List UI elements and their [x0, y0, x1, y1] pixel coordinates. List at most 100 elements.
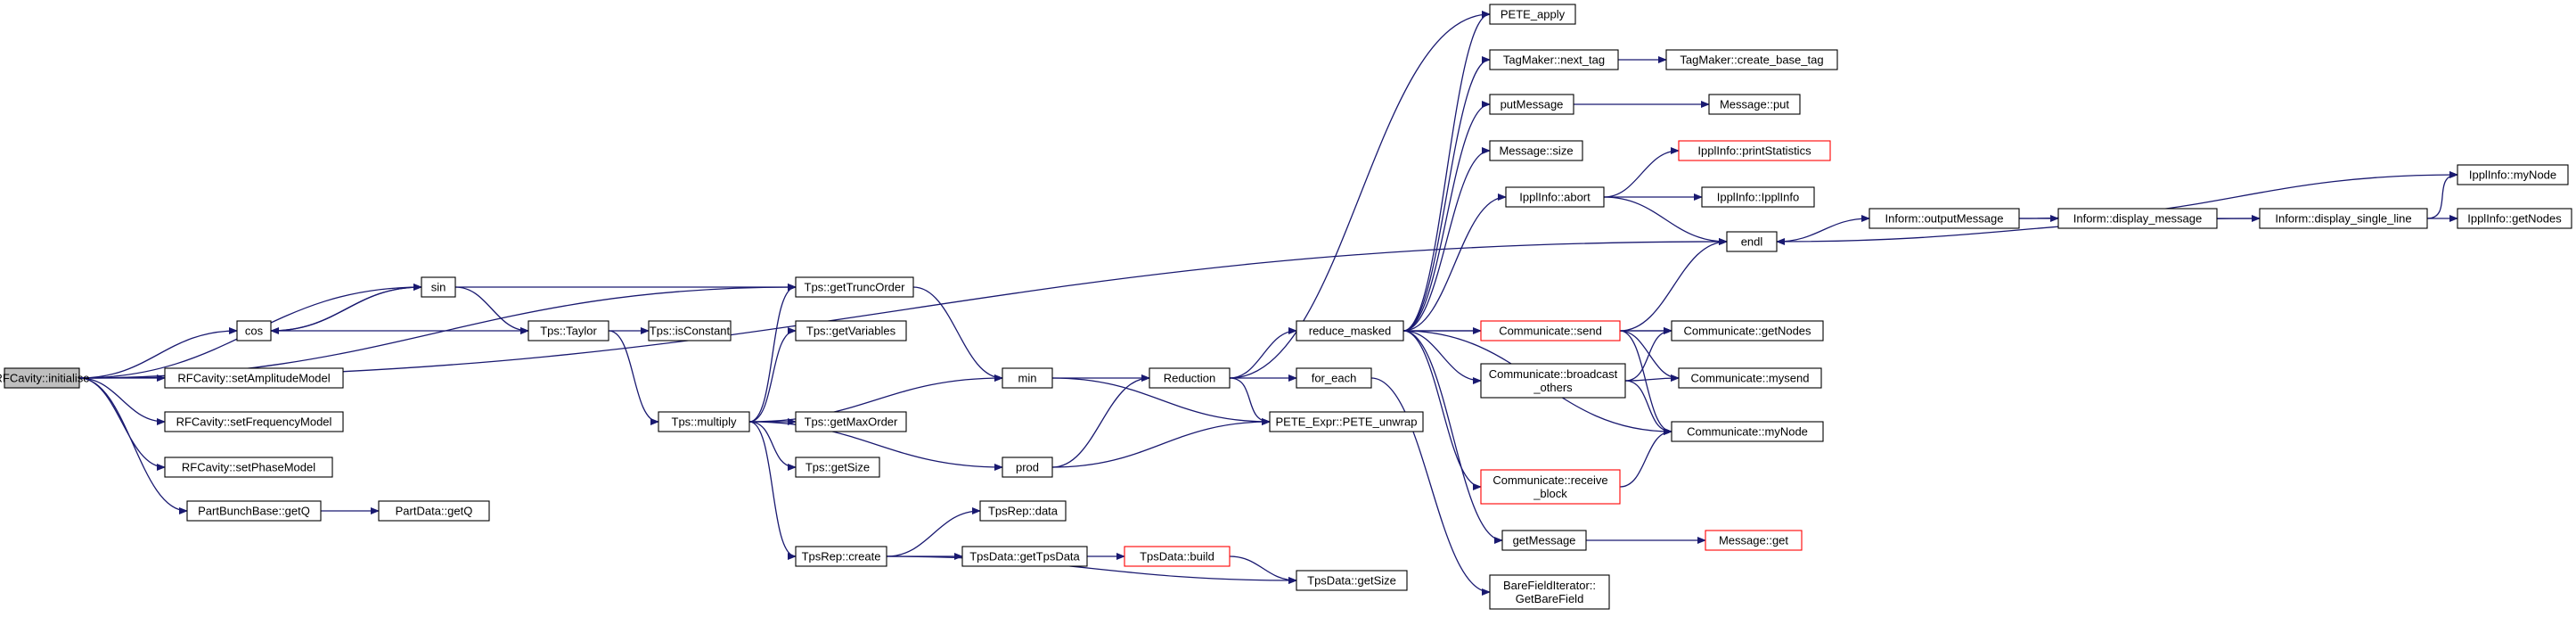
node-box: [164, 411, 344, 432]
node-communicate-receive-block[interactable]: Communicate::receive_block: [1480, 469, 1621, 505]
node-partbunchbase-getq[interactable]: PartBunchBase::getQ: [186, 500, 322, 522]
node-box: [1489, 140, 1583, 161]
node-label: Communicate::myNode: [1687, 425, 1808, 439]
edge-reduction-to-pete-expr-unwrap: [1229, 377, 1271, 425]
node-for-each[interactable]: for_each: [1296, 367, 1372, 389]
node-label: for_each: [1312, 372, 1357, 385]
node-tpsrep-data[interactable]: TpsRep::data: [979, 500, 1067, 522]
node-endl[interactable]: endl: [1726, 231, 1778, 252]
node-box: [795, 411, 907, 432]
node-putmessage[interactable]: putMessage: [1489, 94, 1574, 115]
node-box: [1869, 208, 2020, 229]
node-rfcavity-setamplitudemodel[interactable]: RFCavity::setAmplitudeModel: [164, 367, 344, 389]
node-message-put[interactable]: Message::put: [1708, 94, 1801, 115]
node-box: [1489, 49, 1619, 70]
node-label: Tps::getMaxOrder: [805, 415, 898, 429]
node-label: RFCavity::initialise: [0, 372, 89, 385]
node-ipplinfo-ipplinfo[interactable]: IpplInfo::IpplInfo: [1701, 186, 1815, 208]
node-label: Communicate::getNodes: [1683, 325, 1811, 338]
node-box: [1708, 94, 1801, 115]
node-label: PETE_apply: [1501, 8, 1566, 21]
node-communicate-broadcast-others[interactable]: Communicate::broadcast_others: [1480, 363, 1626, 399]
node-rfcavity-setphasemodel[interactable]: RFCavity::setPhaseModel: [164, 457, 333, 478]
node-tps-taylor[interactable]: Tps::Taylor: [527, 320, 609, 341]
node-inform-display-message[interactable]: Inform::display_message: [2057, 208, 2218, 229]
node-box: [1002, 367, 1053, 389]
node-tps-getvariables[interactable]: Tps::getVariables: [795, 320, 907, 341]
node-communicate-send[interactable]: Communicate::send: [1480, 320, 1621, 341]
node-pete-apply[interactable]: PETE_apply: [1489, 4, 1576, 25]
node-ipplinfo-getnodes[interactable]: IpplInfo::getNodes: [2457, 208, 2572, 229]
node-label: Message::put: [1720, 98, 1789, 111]
node-pete-expr-unwrap[interactable]: PETE_Expr::PETE_unwrap: [1269, 411, 1424, 432]
node-tps-gettruncorder[interactable]: Tps::getTruncOrder: [795, 276, 914, 298]
node-communicate-mysend[interactable]: Communicate::mysend: [1678, 367, 1822, 389]
node-reduction[interactable]: Reduction: [1149, 367, 1231, 389]
edge-sin-to-cos: [270, 286, 422, 334]
node-tps-getsize[interactable]: Tps::getSize: [795, 457, 880, 478]
node-label: RFCavity::setPhaseModel: [182, 461, 315, 474]
node-label: Communicate::mysend: [1691, 372, 1810, 385]
node-label: IpplInfo::printStatistics: [1697, 144, 1811, 158]
node-prod[interactable]: prod: [1002, 457, 1053, 478]
node-ipplinfo-abort[interactable]: IpplInfo::abort: [1505, 186, 1605, 208]
node-getmessage[interactable]: getMessage: [1501, 530, 1587, 551]
node-reduce-masked[interactable]: reduce_masked: [1296, 320, 1404, 341]
node-box: [378, 500, 490, 522]
node-label: PartData::getQ: [396, 505, 473, 518]
node-tpsdata-gettpsdata[interactable]: TpsData::getTpsData: [961, 546, 1088, 567]
node-barefielditerator-getbarefield[interactable]: BareFieldIterator::GetBareField: [1489, 574, 1610, 610]
edge-reduction-to-reduce-masked: [1229, 327, 1297, 379]
node-label: PartBunchBase::getQ: [198, 505, 310, 518]
node-tps-isconstant[interactable]: Tps::isConstant: [648, 320, 732, 341]
node-label: PETE_Expr::PETE_unwrap: [1276, 415, 1418, 429]
edge-tpsrep-create-to-tpsrep-data: [886, 507, 981, 557]
node-label: TagMaker::create_base_tag: [1680, 53, 1823, 67]
edge-communicate-send-to-communicate-mynode: [1619, 330, 1672, 435]
node-tagmaker-create-base-tag[interactable]: TagMaker::create_base_tag: [1665, 49, 1838, 70]
node-tpsdata-build[interactable]: TpsData::build: [1124, 546, 1231, 567]
edge-for-each-to-barefielditerator-getbarefield: [1370, 377, 1491, 596]
node-tpsdata-getsize[interactable]: TpsData::getSize: [1296, 570, 1408, 591]
edge-inform-display-single-line-to-ipplinfo-mynode: [2426, 171, 2458, 219]
node-message-get[interactable]: Message::get: [1705, 530, 1803, 551]
node-min[interactable]: min: [1002, 367, 1053, 389]
node-box: [1480, 363, 1626, 399]
edge-rfcavity-initialise-to-endl: [78, 238, 1728, 379]
node-cos[interactable]: cos: [236, 320, 272, 341]
edge-communicate-broadcast-others-to-communicate-mysend: [1624, 374, 1680, 383]
node-label: IpplInfo::getNodes: [2467, 212, 2562, 226]
node-box: [1124, 546, 1231, 567]
node-rfcavity-initialise[interactable]: RFCavity::initialise: [0, 367, 89, 389]
node-box: [2057, 208, 2218, 229]
node-message-size[interactable]: Message::size: [1489, 140, 1583, 161]
edge-tps-multiply-to-tpsrep-create: [748, 421, 797, 560]
node-label: Communicate::send: [1499, 325, 1602, 338]
node-label: prod: [1016, 461, 1039, 474]
node-tagmaker-next-tag[interactable]: TagMaker::next_tag: [1489, 49, 1619, 70]
node-label: IpplInfo::IpplInfo: [1717, 191, 1800, 204]
node-box: [979, 500, 1067, 522]
node-inform-outputmessage[interactable]: Inform::outputMessage: [1869, 208, 2020, 229]
node-inform-display-single-line[interactable]: Inform::display_single_line: [2259, 208, 2428, 229]
node-box: [795, 457, 880, 478]
node-ipplinfo-printstatistics[interactable]: IpplInfo::printStatistics: [1678, 140, 1831, 161]
node-tpsrep-create[interactable]: TpsRep::create: [795, 546, 887, 567]
node-tps-multiply[interactable]: Tps::multiply: [658, 411, 750, 432]
node-ipplinfo-mynode[interactable]: IpplInfo::myNode: [2457, 164, 2569, 185]
node-communicate-getnodes[interactable]: Communicate::getNodes: [1671, 320, 1824, 341]
node-label: _block: [1533, 487, 1567, 500]
edge-endl-to-inform-outputmessage: [1776, 215, 1870, 243]
node-tps-getmaxorder[interactable]: Tps::getMaxOrder: [795, 411, 907, 432]
node-box: [1480, 320, 1621, 341]
node-label: sin: [431, 281, 446, 294]
node-partdata-getq[interactable]: PartData::getQ: [378, 500, 490, 522]
node-label: endl: [1741, 235, 1763, 249]
node-communicate-mynode[interactable]: Communicate::myNode: [1671, 421, 1824, 442]
edge-min-to-pete-expr-unwrap: [1051, 377, 1271, 425]
node-box: [421, 276, 456, 298]
node-box: [164, 457, 333, 478]
node-sin[interactable]: sin: [421, 276, 456, 298]
node-rfcavity-setfrequencymodel[interactable]: RFCavity::setFrequencyModel: [164, 411, 344, 432]
